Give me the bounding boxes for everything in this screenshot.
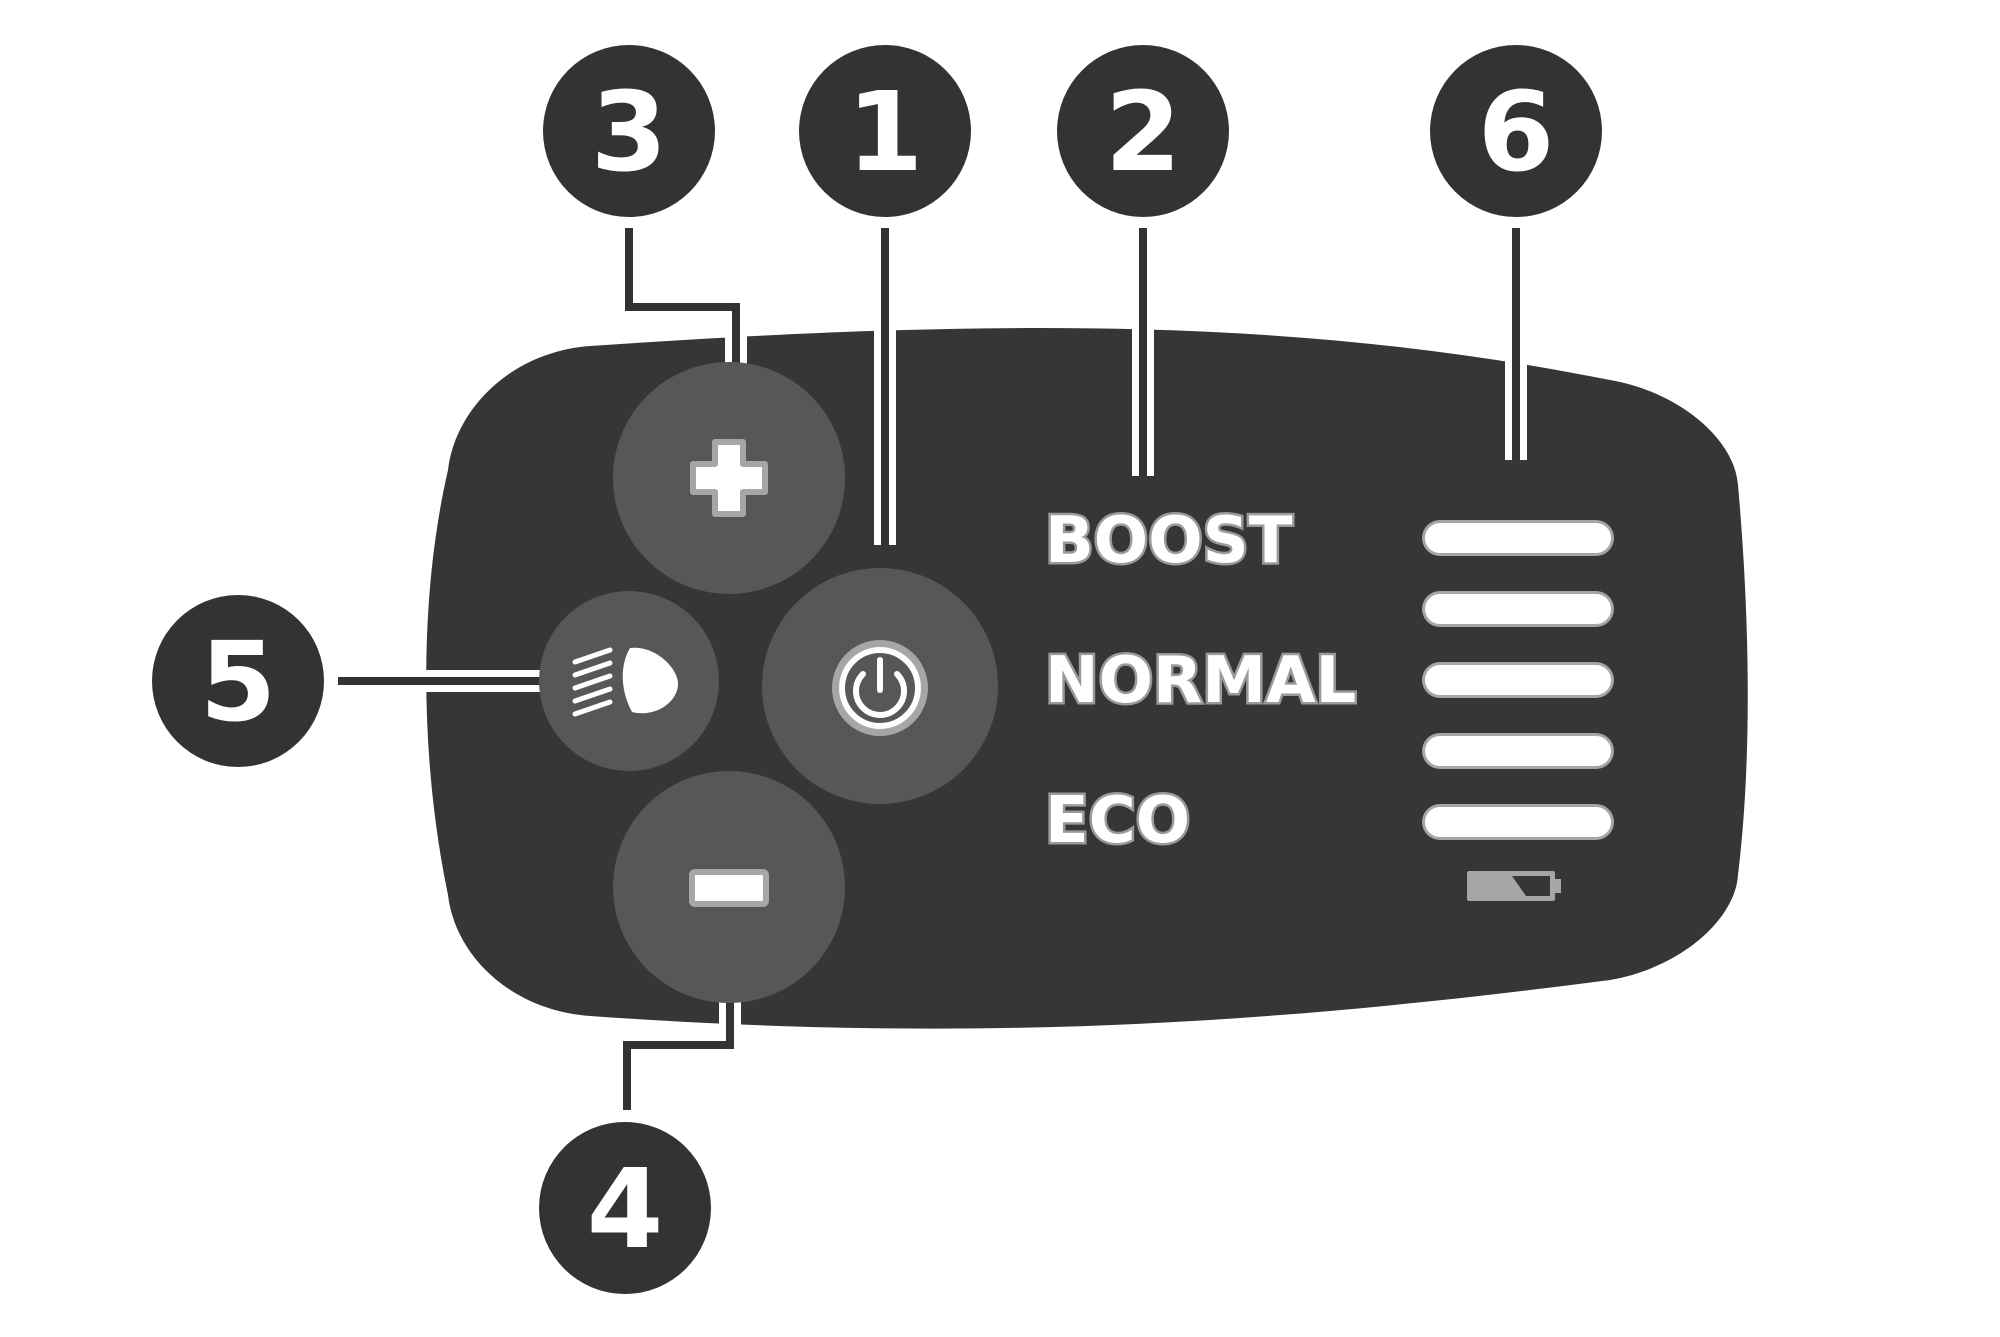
- svg-text:4: 4: [587, 1145, 664, 1273]
- svg-text:5: 5: [200, 618, 277, 746]
- callout-3: 3: [543, 45, 715, 217]
- svg-text:6: 6: [1478, 68, 1555, 196]
- callout-2: 2: [1057, 45, 1229, 217]
- callout-5: 5: [152, 595, 324, 767]
- power-icon: [832, 640, 928, 736]
- battery-icon: [1467, 871, 1561, 901]
- plus-icon: [690, 439, 768, 517]
- battery-bar: [1425, 594, 1611, 624]
- power-button[interactable]: [762, 568, 998, 804]
- battery-bar: [1425, 736, 1611, 766]
- mode-label-eco: ECO: [1045, 784, 1190, 858]
- svg-text:2: 2: [1105, 68, 1182, 196]
- svg-text:1: 1: [847, 68, 924, 196]
- battery-level-bars: [1422, 520, 1614, 840]
- callout-4: 4: [539, 1122, 711, 1294]
- battery-bar: [1425, 807, 1611, 837]
- mode-label-boost: BOOST: [1045, 504, 1293, 578]
- plus-button[interactable]: [613, 362, 845, 594]
- minus-button[interactable]: [613, 771, 845, 1003]
- battery-bar: [1425, 665, 1611, 695]
- mode-label-normal: NORMAL: [1045, 644, 1356, 718]
- callout-6: 6: [1430, 45, 1602, 217]
- light-button[interactable]: [539, 591, 719, 771]
- callout-1: 1: [799, 45, 971, 217]
- minus-icon: [689, 869, 769, 907]
- svg-text:3: 3: [591, 68, 668, 196]
- headlight-icon: [572, 647, 678, 717]
- battery-bar: [1425, 523, 1611, 553]
